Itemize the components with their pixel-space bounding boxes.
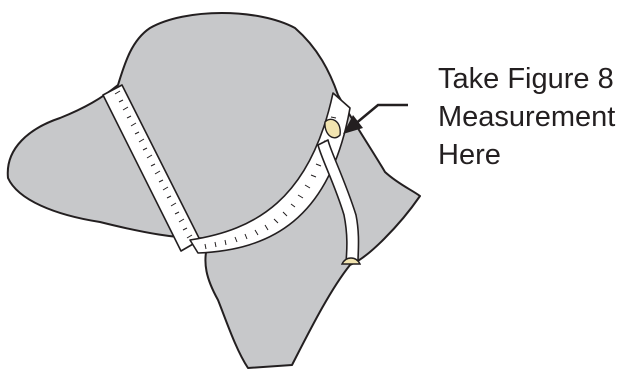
annotation-line-2: Measurement xyxy=(438,101,615,133)
annotation-line-1: Take Figure 8 xyxy=(438,63,614,95)
annotation-line-3: Here xyxy=(438,139,501,171)
pointer-arrow-line xyxy=(354,105,408,125)
dog-head-silhouette xyxy=(8,13,420,368)
